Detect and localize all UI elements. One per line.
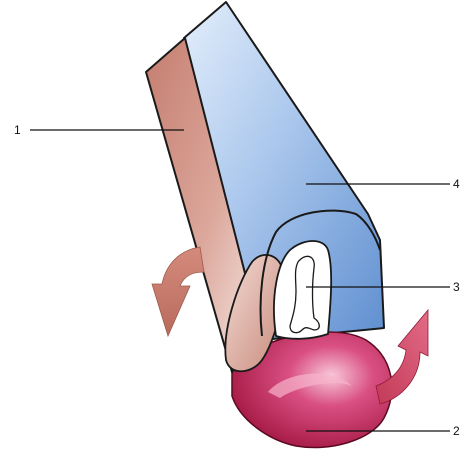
callout-label-4: 4	[453, 177, 460, 191]
curved-arrow-left-icon	[152, 247, 204, 336]
callout-label-3: 3	[453, 280, 460, 294]
callout-label-1: 1	[14, 123, 21, 137]
callout-label-2: 2	[453, 424, 460, 438]
